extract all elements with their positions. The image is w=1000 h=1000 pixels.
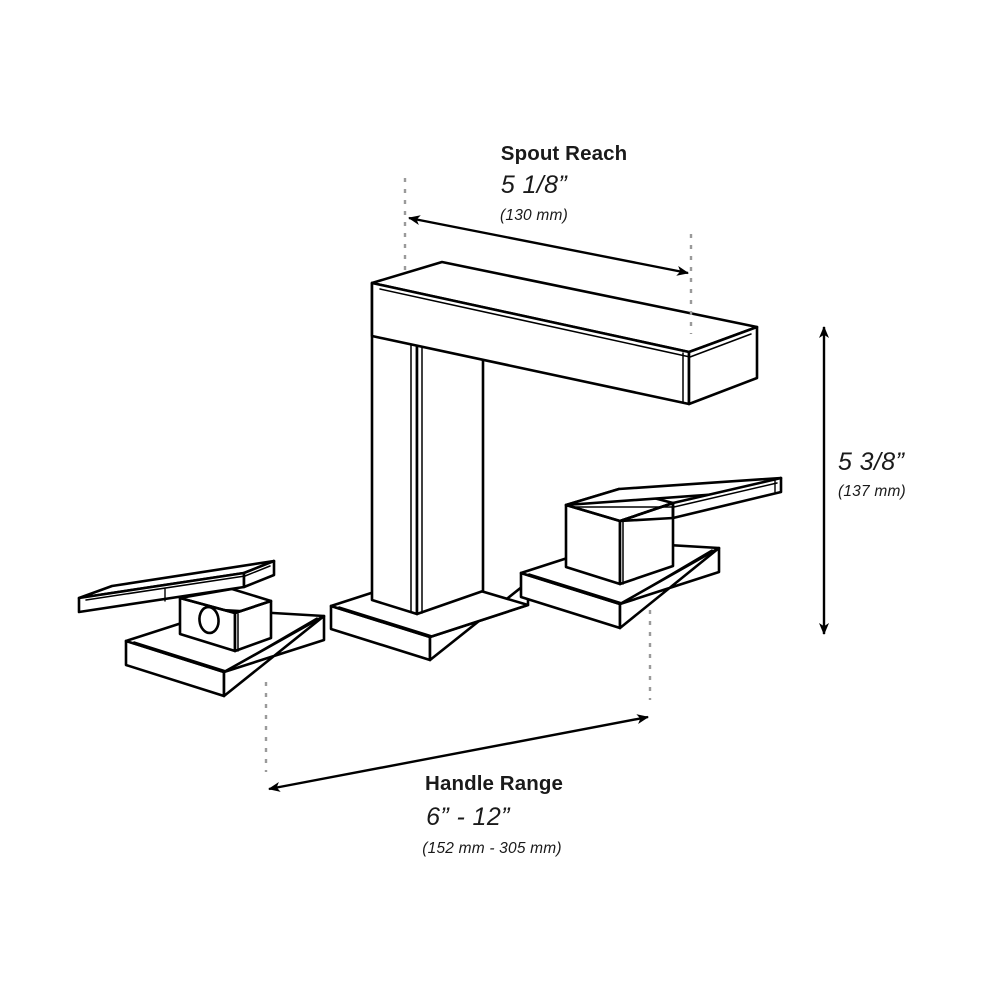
spout-reach-label: Spout Reach (500, 142, 628, 165)
spout-reach-value-metric: (130 mm) (500, 207, 568, 224)
left-handle-base-plate (124, 608, 326, 698)
left-handle-index-hole (198, 605, 220, 635)
handle-range-dimension-arrow (268, 714, 649, 792)
handle-range-value-metric: (152 mm - 305 mm) (422, 840, 562, 857)
spout-arm (370, 260, 759, 406)
right-handle-body (564, 487, 675, 586)
handle-range-value-imperial: 6” - 12” (426, 803, 510, 831)
left-handle-lever (77, 559, 276, 614)
spout-reach-extension-lines (403, 178, 693, 334)
spout-reach-value-imperial: 5 1/8” (500, 171, 568, 199)
height-value-imperial: 5 3/8” (838, 448, 905, 476)
right-handle-lever (564, 476, 783, 523)
spout-reach-dimension-arrow (408, 215, 689, 276)
height-value-metric: (137 mm) (838, 483, 906, 500)
handle-range-label: Handle Range (425, 772, 563, 795)
handle-range-extension-lines (264, 610, 652, 772)
spout-column (370, 281, 485, 616)
